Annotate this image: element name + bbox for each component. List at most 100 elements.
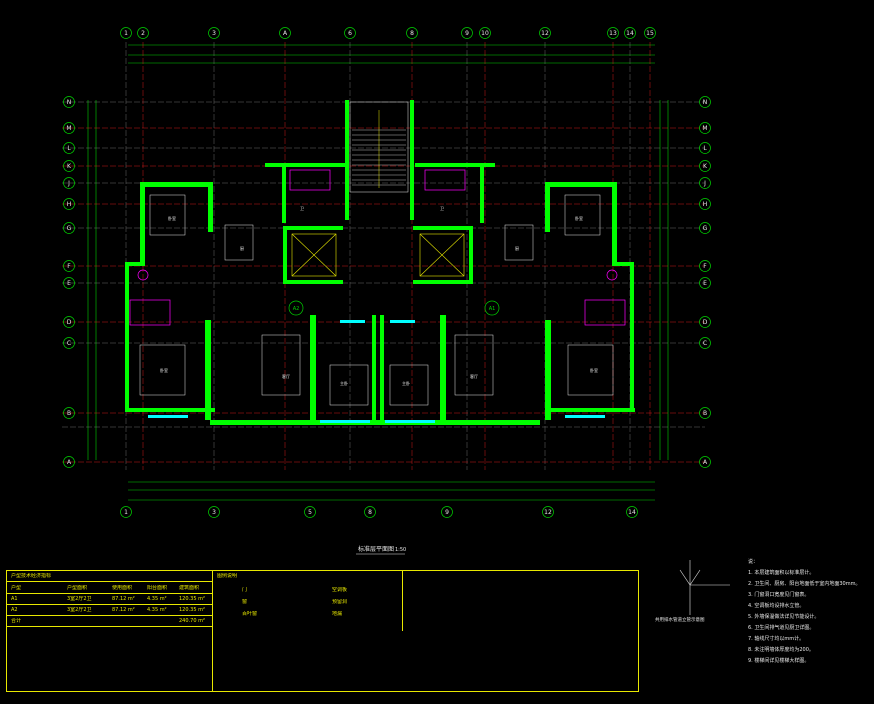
room-label: 卫 xyxy=(440,206,444,211)
axis-label: L xyxy=(703,145,707,152)
table-header: 户型技术经济指标 xyxy=(11,573,52,579)
axis-bubble xyxy=(208,506,220,518)
axis-bubble xyxy=(644,27,656,39)
axis-bubble xyxy=(304,506,316,518)
axis-bubble xyxy=(63,316,75,328)
axis-bubble xyxy=(406,27,418,39)
windows xyxy=(148,320,605,423)
axis-bubble xyxy=(63,222,75,234)
table-cell: 建筑面积 xyxy=(179,585,200,591)
elevator-shafts xyxy=(291,233,465,277)
axis-bubble xyxy=(364,506,376,518)
axis-bubble xyxy=(699,160,711,172)
axis-label: 9 xyxy=(465,30,469,37)
axis-label: 1 xyxy=(124,30,128,37)
axis-label: 3 xyxy=(212,30,216,37)
axis-label: 12 xyxy=(544,509,552,516)
room-label: 厨 xyxy=(515,245,519,251)
axis-label: G xyxy=(67,225,72,232)
axis-label: 12 xyxy=(541,30,549,37)
stair-treads xyxy=(352,129,406,186)
axis-label: 5 xyxy=(308,509,312,516)
table-row-divider xyxy=(7,615,212,616)
note-line: 9. 楼梯间详见楼梯大样图。 xyxy=(748,658,810,664)
room-label: 主卧 xyxy=(402,380,410,386)
axis-label: 13 xyxy=(609,30,617,37)
sanitary-fixtures xyxy=(129,169,626,326)
table-cell: 4.35 m² xyxy=(147,607,167,613)
axis-bubble xyxy=(607,27,619,39)
axis-bubble xyxy=(63,160,75,172)
table-cell: 4.35 m² xyxy=(147,596,167,602)
axis-label: G xyxy=(703,225,708,232)
axis-label: 6 xyxy=(348,30,352,37)
axis-bubble xyxy=(344,27,356,39)
table-cell: 87.12 m² xyxy=(112,607,135,613)
axis-label: K xyxy=(703,163,708,170)
axis-label: 1 xyxy=(124,509,128,516)
note-line: 8. 未注明墙体厚度均为200。 xyxy=(748,647,814,653)
note-line: 1. 本层建筑面积以标准层计。 xyxy=(748,570,815,576)
axis-bubble xyxy=(208,27,220,39)
legend-item: 空调板 xyxy=(332,587,348,593)
axis-label: B xyxy=(703,410,707,417)
legend-item: 窗 xyxy=(242,599,248,605)
axis-bubble xyxy=(120,27,132,39)
axis-bubble xyxy=(479,27,491,39)
axis-label: M xyxy=(702,125,707,132)
axis-bubble xyxy=(699,122,711,134)
table-cell: 3室2厅2卫 xyxy=(67,596,92,602)
axis-bubble xyxy=(120,506,132,518)
axis-bubble xyxy=(63,198,75,210)
axis-label: L xyxy=(67,145,71,152)
axis-label: 15 xyxy=(646,30,654,37)
axis-label: C xyxy=(67,340,71,347)
axis-label: E xyxy=(703,280,707,287)
axis-label: H xyxy=(67,201,72,208)
note-line: 说： xyxy=(748,559,759,565)
table-row-divider xyxy=(7,593,212,594)
table-cell: 阳台面积 xyxy=(147,585,168,591)
axis-bubble xyxy=(63,337,75,349)
table-cell: 120.35 m² xyxy=(179,607,205,613)
note-line: 6. 卫生间排气道见厨卫详图。 xyxy=(748,625,815,631)
notes-panel: 说：1. 本层建筑面积以标准层计。2. 卫生间、厨房、阳台地面低于室内地面30m… xyxy=(640,555,870,695)
axis-bubble xyxy=(699,277,711,289)
axis-bubble xyxy=(63,456,75,468)
walls xyxy=(125,100,635,425)
axis-bubble xyxy=(624,27,636,39)
axis-label: K xyxy=(67,163,72,170)
axis-bubble xyxy=(63,122,75,134)
axis-label: 3 xyxy=(212,509,216,516)
axis-label: A xyxy=(283,30,288,37)
axis-label: N xyxy=(703,99,708,106)
room-label: 卧室 xyxy=(168,215,176,221)
axis-label: M xyxy=(66,125,71,132)
table-divider xyxy=(212,571,213,691)
room-label: 客厅 xyxy=(470,373,478,379)
table-cell: 240.70 m² xyxy=(179,618,205,624)
legend-item: 门 xyxy=(242,587,248,593)
axis-bubble xyxy=(699,142,711,154)
table-cell: A1 xyxy=(11,596,18,602)
axis-bubble xyxy=(699,337,711,349)
note-line: 7. 轴线尺寸均以mm计。 xyxy=(748,636,805,642)
note-line: 4. 空调板均设排水立管。 xyxy=(748,603,805,609)
axis-label: N xyxy=(67,99,72,106)
detail-title: 共用排水管道立管示意图 xyxy=(655,616,705,623)
pipe-detail xyxy=(679,560,730,615)
dimension-lines xyxy=(87,44,669,501)
axis-label: H xyxy=(703,201,708,208)
table-cell: 合计 xyxy=(11,618,22,624)
axis-bubble xyxy=(699,198,711,210)
axis-bubble xyxy=(699,96,711,108)
unit-label-a1: A1 xyxy=(489,306,496,312)
table-cell: 使用面积 xyxy=(112,585,133,591)
axis-bubble xyxy=(699,260,711,272)
legend-item: 预留洞 xyxy=(332,599,348,605)
axis-label: D xyxy=(703,319,708,326)
axis-label: F xyxy=(703,263,707,270)
